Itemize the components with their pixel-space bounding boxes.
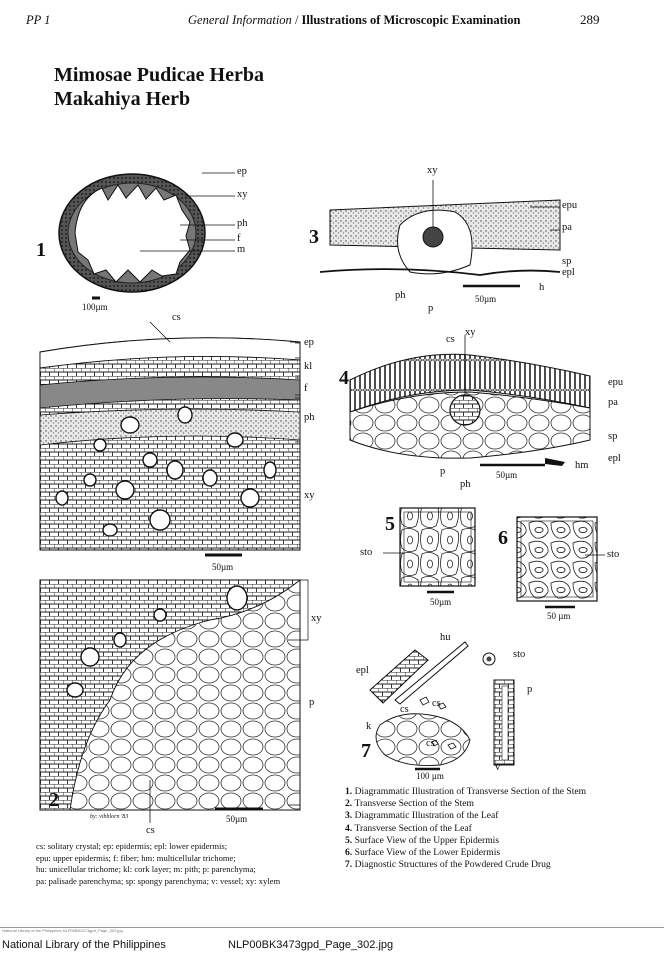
running-head-section: General Information / Illustrations of M… — [188, 13, 520, 28]
figure-1-number: 1 — [36, 239, 46, 261]
abbreviation-legend: cs: solitary crystal; ep: epidermis; epl… — [36, 841, 336, 887]
legend-line-1: cs: solitary crystal; ep: epidermis; epl… — [36, 841, 228, 851]
fig4-label-xy: xy — [465, 327, 476, 338]
fig7-label-v: v — [495, 762, 501, 773]
fig3-label-p: p — [428, 303, 434, 314]
illustrator-signature: by: vibhlorn '83 — [90, 814, 129, 820]
fig4-label-sp: sp — [608, 431, 618, 442]
figure-7-number: 7 — [361, 740, 371, 762]
fig1-scale: 100µm — [82, 302, 108, 312]
footer-rule — [0, 927, 664, 928]
fig2-label-xy-top: xy — [304, 490, 315, 501]
fig7-label-epl: epl — [356, 665, 369, 676]
legend-line-4: pa: palisade parenchyma; sp: spongy pare… — [36, 875, 281, 886]
fig1-label-xy: xy — [237, 189, 248, 200]
figure-7-powder-structures — [369, 641, 515, 771]
fig2-scale-top: 50µm — [212, 562, 234, 572]
fig3-label-sp: sp — [562, 256, 572, 267]
fig2-label-xy-bottom: xy — [311, 613, 322, 624]
caption-1: 1. Diagrammatic Illustration of Transver… — [345, 786, 587, 797]
fig4-label-pa: pa — [608, 397, 618, 408]
fig2-label-ph: ph — [304, 412, 315, 423]
figure-4-leaf-section — [349, 335, 591, 467]
figure-3-leaf-diagram — [319, 180, 561, 288]
fig2-label-p: p — [309, 697, 315, 708]
fig2-label-f: f — [304, 383, 308, 394]
footer-small-note: National Library of the Philippines NLP0… — [2, 928, 123, 933]
fig7-label-cs-3: cs — [426, 738, 435, 749]
fig1-label-m: m — [237, 244, 246, 255]
fig2-label-ep: ep — [304, 337, 314, 348]
monograph-subtitle: Makahiya Herb — [54, 88, 191, 110]
fig1-label-f: f — [237, 233, 241, 244]
fig7-label-cs-1: cs — [400, 704, 409, 715]
section-bold: Illustrations of Microscopic Examination — [301, 13, 521, 27]
figure-4-number: 4 — [339, 367, 349, 389]
fig2-label-cs-top: cs — [172, 312, 181, 323]
section-separator: / — [291, 13, 302, 27]
fig7-label-p: p — [527, 684, 533, 695]
caption-6: 6. Surface View of the Lower Epidermis — [345, 847, 501, 859]
fig7-label-k: k — [366, 721, 372, 732]
legend-line-3: hu: unicellular trichome; kl: cork layer… — [36, 864, 256, 875]
fig5-scale: 50µm — [430, 597, 452, 607]
fig6-label-sto: sto — [607, 549, 620, 560]
figure-3-number: 3 — [309, 226, 319, 248]
caption-7: 7. Diagnostic Structures of the Powdered… — [345, 859, 551, 871]
figure-captions: 1. Diagrammatic Illustration of Transver… — [345, 786, 645, 871]
figure-2-stem-section-upper — [39, 321, 301, 557]
caption-5: 5. Surface View of the Upper Epidermis — [345, 834, 500, 846]
fig4-label-p: p — [440, 466, 446, 477]
fig1-label-ph: ph — [237, 218, 248, 229]
page-number: 289 — [580, 12, 600, 27]
caption-2: 2. Transverse Section of the Stem — [345, 798, 474, 810]
figure-2-stem-section-lower — [39, 579, 309, 823]
fig2-label-kl: kl — [304, 361, 313, 372]
fig3-label-epl: epl — [562, 267, 575, 278]
fig3-label-h: h — [539, 282, 545, 293]
figure-6-lower-epidermis — [516, 516, 605, 609]
figure-5-number: 5 — [385, 513, 395, 535]
fig4-scale: 50µm — [496, 470, 518, 480]
fig2-label-cs-bottom: cs — [146, 825, 155, 836]
figure-2-number: 2 — [49, 789, 59, 811]
footer-file: NLP00BK3473gpd_Page_302.jpg — [228, 939, 394, 951]
legend-line-2: epu: upper epidermis; f: fiber; hm: mult… — [36, 852, 236, 863]
section-italic: General Information — [188, 13, 292, 27]
fig3-label-ph: ph — [395, 290, 406, 301]
fig7-scale: 100 µm — [416, 771, 444, 781]
caption-4: 4. Transverse Section of the Leaf — [345, 822, 472, 834]
fig3-label-epu: epu — [562, 200, 578, 211]
monograph-title: Mimosae Pudicae Herba — [54, 64, 264, 86]
fig4-label-hm: hm — [575, 460, 589, 471]
fig4-label-cs: cs — [446, 334, 455, 345]
fig2-scale-bottom: 50µm — [226, 814, 248, 824]
figure-5-upper-epidermis — [383, 507, 476, 594]
fig3-label-xy: xy — [427, 165, 438, 176]
figure-1-stem-diagram — [58, 172, 235, 300]
fig4-label-epu: epu — [608, 377, 624, 388]
fig7-label-cs-2: cs — [432, 698, 441, 709]
fig5-label-sto: sto — [360, 547, 373, 558]
fig6-scale: 50 µm — [547, 611, 571, 621]
fig3-label-pa: pa — [562, 222, 572, 233]
fig3-scale: 50µm — [475, 294, 497, 304]
fig7-label-hu: hu — [440, 632, 451, 643]
running-head-left: PP 1 — [26, 13, 51, 27]
footer-library: National Library of the Philippines — [2, 939, 166, 951]
caption-3: 3. Diagrammatic Illustration of the Leaf — [345, 810, 499, 822]
fig4-label-ph: ph — [460, 479, 471, 490]
fig4-label-epl: epl — [608, 453, 621, 464]
figure-6-number: 6 — [498, 527, 508, 549]
fig1-label-ep: ep — [237, 166, 247, 177]
fig7-label-sto: sto — [513, 649, 526, 660]
